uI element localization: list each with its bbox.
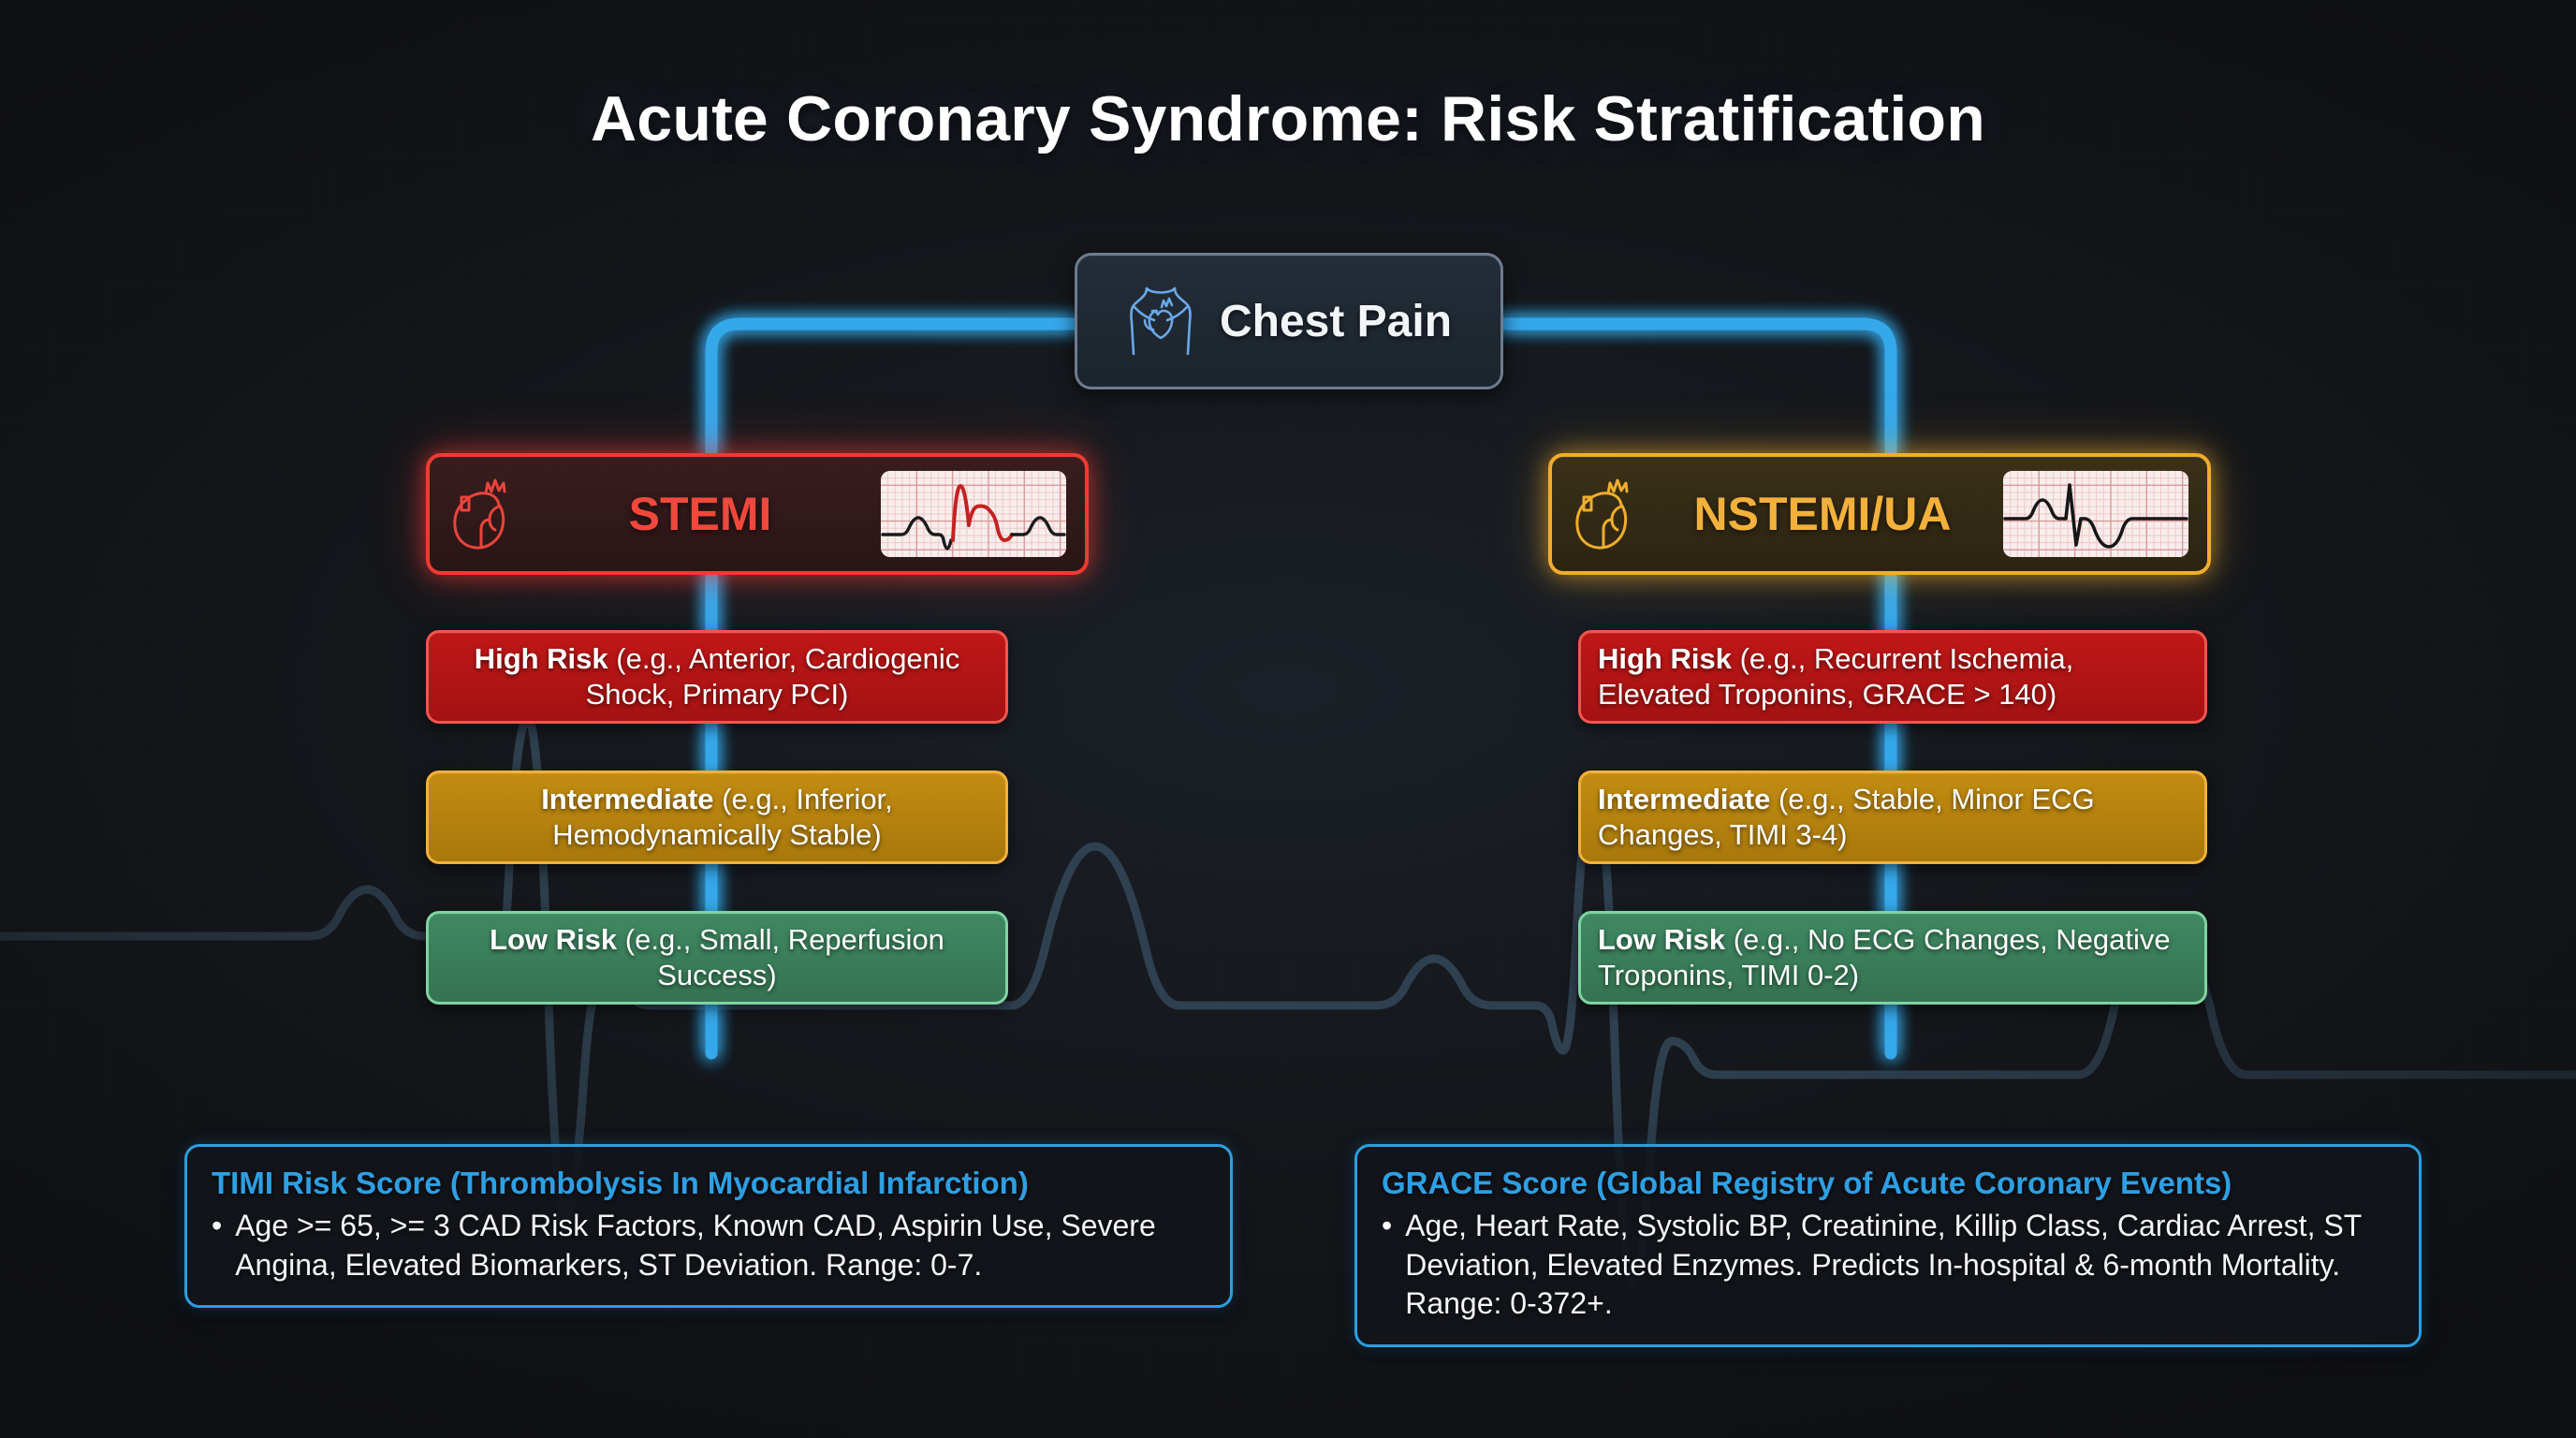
timi-score-panel[interactable]: TIMI Risk Score (Thrombolysis In Myocard…	[184, 1144, 1233, 1309]
stemi-label: STEMI	[628, 488, 772, 540]
bullet-icon: •	[212, 1209, 223, 1242]
nstemi-high-risk-text: High Risk (e.g., Recurrent Ischemia, Ele…	[1598, 641, 2074, 711]
nstemi-intermediate-risk-text: Intermediate (e.g., Stable, Minor ECG Ch…	[1598, 782, 2095, 851]
grace-score-item: • Age, Heart Rate, Systolic BP, Creatini…	[1382, 1207, 2394, 1324]
stemi-intermediate-risk-box[interactable]: Intermediate (e.g., Inferior, Hemodynami…	[426, 770, 1008, 864]
grace-score-panel[interactable]: GRACE Score (Global Registry of Acute Co…	[1354, 1144, 2422, 1347]
stemi-branch-box[interactable]: STEMI	[426, 453, 1089, 575]
chest-pain-node[interactable]: Chest Pain	[1075, 253, 1503, 389]
anatomical-heart-icon	[430, 475, 520, 554]
st-elevation-ecg-strip	[881, 471, 1066, 557]
nstemi-low-risk-text: Low Risk (e.g., No ECG Changes, Negative…	[1598, 922, 2171, 991]
anatomical-heart-icon	[1552, 475, 1642, 554]
bullet-icon: •	[1382, 1209, 1393, 1242]
t-wave-inversion-ecg-strip	[2003, 471, 2188, 557]
stemi-high-risk-text: High Risk (e.g., Anterior, Cardiogenic S…	[474, 641, 960, 711]
stemi-low-risk-text: Low Risk (e.g., Small, Reperfusion Succe…	[490, 922, 944, 991]
grace-score-heading: GRACE Score (Global Registry of Acute Co…	[1382, 1166, 2232, 1200]
grace-score-body: Age, Heart Rate, Systolic BP, Creatinine…	[1405, 1209, 2362, 1321]
timi-score-body: Age >= 65, >= 3 CAD Risk Factors, Known …	[235, 1209, 1156, 1282]
nstemi-intermediate-risk-box[interactable]: Intermediate (e.g., Stable, Minor ECG Ch…	[1578, 770, 2207, 864]
stemi-high-risk-box[interactable]: High Risk (e.g., Anterior, Cardiogenic S…	[426, 630, 1008, 724]
nstemi-high-risk-box[interactable]: High Risk (e.g., Recurrent Ischemia, Ele…	[1578, 630, 2207, 724]
stemi-low-risk-box[interactable]: Low Risk (e.g., Small, Reperfusion Succe…	[426, 911, 1008, 1005]
nstemi-branch-box[interactable]: NSTEMI/UA	[1548, 453, 2211, 575]
chest-pain-label: Chest Pain	[1219, 296, 1453, 346]
chest-torso-icon	[1126, 279, 1195, 364]
timi-score-item: • Age >= 65, >= 3 CAD Risk Factors, Know…	[212, 1207, 1206, 1284]
nstemi-low-risk-box[interactable]: Low Risk (e.g., No ECG Changes, Negative…	[1578, 911, 2207, 1005]
timi-score-heading: TIMI Risk Score (Thrombolysis In Myocard…	[212, 1166, 1029, 1200]
page-title: Acute Coronary Syndrome: Risk Stratifica…	[591, 83, 1985, 154]
stemi-intermediate-risk-text: Intermediate (e.g., Inferior, Hemodynami…	[541, 782, 893, 851]
nstemi-label: NSTEMI/UA	[1693, 488, 1952, 540]
